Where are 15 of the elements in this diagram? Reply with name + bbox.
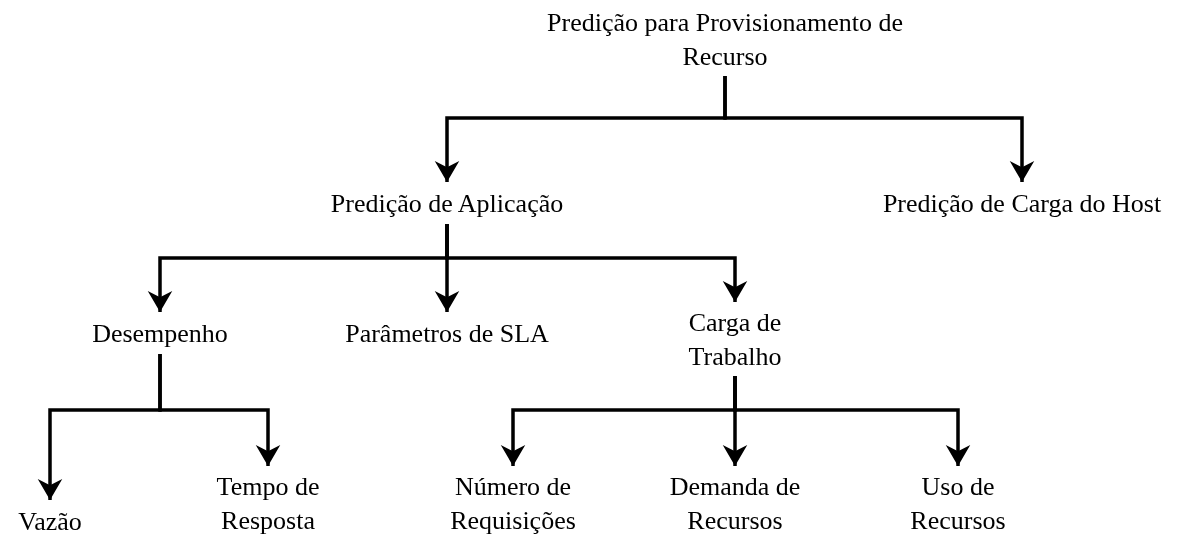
node-label: Demanda de Recursos bbox=[645, 470, 825, 538]
arrow bbox=[723, 76, 1035, 182]
node-label: Uso de Recursos bbox=[883, 470, 1033, 538]
node-label: Predição para Provisionamento de Recurso bbox=[535, 6, 915, 74]
node-label: Predição de Carga do Host bbox=[857, 186, 1187, 222]
node-label: Desempenho bbox=[60, 316, 260, 352]
node-label: Parâmetros de SLA bbox=[322, 316, 572, 352]
arrow bbox=[733, 376, 971, 466]
node-label: Carga de Trabalho bbox=[655, 306, 815, 374]
node-label: Vazão bbox=[0, 504, 100, 540]
node-label: Predição de Aplicação bbox=[287, 186, 607, 222]
arrow bbox=[445, 224, 748, 302]
node-label: Tempo de Resposta bbox=[188, 470, 348, 538]
arrow bbox=[158, 354, 281, 466]
node-label: Número de Requisições bbox=[423, 470, 603, 538]
